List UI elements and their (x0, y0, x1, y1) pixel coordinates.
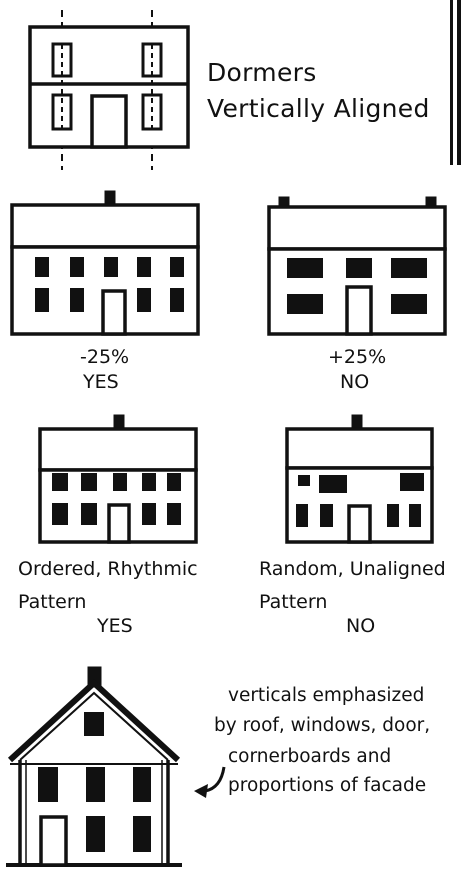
chimney (104, 190, 116, 206)
page-edge-mark (450, 0, 461, 165)
proportion-left-verdict: YES (83, 371, 119, 393)
house-ordered-pattern (38, 414, 198, 544)
pattern-left-verdict: YES (97, 615, 133, 637)
door (101, 289, 127, 336)
verticals-note-line2: by roof, windows, door, (214, 715, 431, 736)
dormers-label-line1: Dormers (207, 58, 317, 87)
pattern-left-line1: Ordered, Rhythmic (18, 558, 198, 580)
pattern-right-line2: Pattern (259, 591, 328, 613)
proportion-right-verdict: NO (340, 371, 370, 393)
pattern-right-verdict: NO (346, 615, 376, 637)
front-door (90, 94, 128, 149)
proportion-left-percent: -25% (80, 346, 130, 368)
proportion-right-percent: +25% (328, 346, 387, 368)
roof (267, 205, 447, 251)
house-random-pattern (285, 414, 434, 544)
pointer-arrow (194, 766, 226, 798)
chimney (351, 414, 363, 430)
door (39, 815, 68, 867)
dormers-label-line2: Vertically Aligned (207, 94, 430, 123)
windows (52, 473, 181, 525)
door (345, 285, 373, 336)
gable-roof-inner (19, 691, 169, 761)
verticals-note-line1: verticals emphasized (228, 685, 425, 706)
roof (38, 427, 198, 472)
chimney (113, 414, 125, 430)
door (107, 503, 131, 544)
house-verticals-emphasized (6, 666, 182, 867)
house-proportion-plus-25 (267, 196, 447, 336)
dormer-alignment-drawing (28, 10, 190, 170)
door (347, 504, 372, 544)
windows (287, 258, 427, 314)
pattern-right-line1: Random, Unaligned (259, 558, 446, 580)
windows (38, 712, 151, 852)
house-proportion-minus-25 (10, 190, 200, 336)
windows (296, 473, 424, 527)
facade-walls (18, 760, 170, 864)
roof (10, 203, 200, 249)
verticals-note-line3: cornerboards and (228, 746, 392, 767)
gable-roof (7, 678, 181, 763)
pattern-left-line2: Pattern (18, 591, 87, 613)
roof (285, 427, 434, 470)
windows (35, 257, 184, 312)
verticals-note-line4: proportions of facade (228, 775, 427, 796)
